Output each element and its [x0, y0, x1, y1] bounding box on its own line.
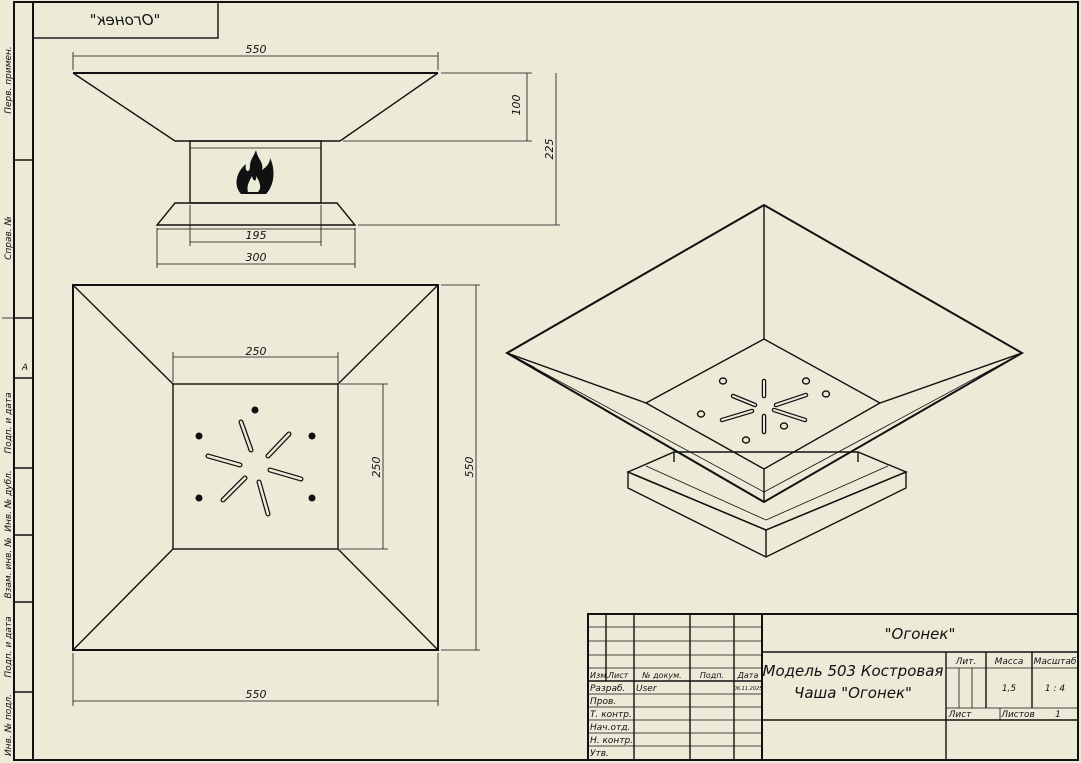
- side-strip: Перв. примен. Справ. № A Подп. и дата Ин…: [2, 46, 33, 756]
- side-label-dubl: Инв. № дубл.: [4, 470, 14, 532]
- title-block: "Огонек" Модель 503 Костровая Чаша "Огон…: [587, 613, 1079, 761]
- col-date: Дата: [737, 671, 759, 680]
- dim-front-top-width: 550: [246, 43, 267, 56]
- sheet-label: Лист: [948, 710, 973, 720]
- col-sign: Подп.: [700, 671, 724, 680]
- iso-vent-pattern: [696, 377, 831, 444]
- vent-pattern: [195, 406, 316, 517]
- side-label-podl: Инв. № подл.: [4, 694, 14, 756]
- dim-front-base-outer: 300: [246, 251, 267, 264]
- mirrored-title-box: "Огонек": [90, 11, 161, 29]
- side-label-podp2: Подп. и дата: [4, 616, 14, 677]
- col-list: Лист: [607, 671, 629, 680]
- side-zone-letter: A: [21, 363, 28, 373]
- dim-front-total-height: 225: [543, 139, 556, 160]
- front-view: 550 100 225 195 300: [72, 43, 560, 268]
- razrab-name: User: [636, 684, 658, 694]
- side-label-perv: Перв. примен.: [4, 46, 14, 114]
- mirrored-title: "Огонек": [90, 11, 161, 29]
- dim-front-base-inner: 195: [246, 229, 267, 242]
- scale-label: Масштаб: [1034, 657, 1077, 667]
- row-tkontr: Т. контр.: [590, 710, 632, 720]
- dim-front-bowl-depth: 100: [510, 95, 523, 116]
- sheets-label: Листов: [1000, 710, 1035, 720]
- top-view: 250 250 550 550: [72, 284, 480, 706]
- dim-top-inner-height: 250: [370, 457, 383, 478]
- sheet-frame: [13, 1, 1079, 761]
- row-razrab: Разраб.: [590, 684, 625, 694]
- razrab-date: 06.11.2025: [734, 686, 763, 692]
- sheets-value: 1: [1055, 710, 1061, 720]
- product-name: "Огонек": [885, 625, 956, 643]
- row-prov: Пров.: [590, 697, 616, 707]
- side-label-podp1: Подп. и дата: [4, 392, 14, 453]
- col-doc: № докум.: [641, 671, 681, 680]
- designation-line2: Чаша "Огонек": [794, 684, 912, 702]
- isometric-view: [505, 203, 1025, 558]
- lit-label: Лит.: [955, 657, 977, 667]
- side-label-vzam: Взам. инв. №: [4, 537, 14, 598]
- dim-top-outer-width: 550: [246, 688, 267, 701]
- row-nachotd: Нач.отд.: [590, 723, 630, 733]
- side-label-sprav: Справ. №: [4, 216, 14, 260]
- scale-value: 1 : 4: [1045, 684, 1065, 694]
- designation-line1: Модель 503 Костровая: [763, 662, 944, 680]
- dim-top-inner-width: 250: [246, 345, 267, 358]
- row-nkontr: Н. контр.: [590, 736, 633, 746]
- flame-icon: [236, 150, 274, 194]
- dim-top-outer-height: 550: [463, 457, 476, 478]
- col-izm: Изм.: [590, 671, 609, 680]
- mass-value: 1,5: [1002, 684, 1017, 694]
- row-utv: Утв.: [590, 749, 609, 759]
- mass-label: Масса: [995, 657, 1024, 667]
